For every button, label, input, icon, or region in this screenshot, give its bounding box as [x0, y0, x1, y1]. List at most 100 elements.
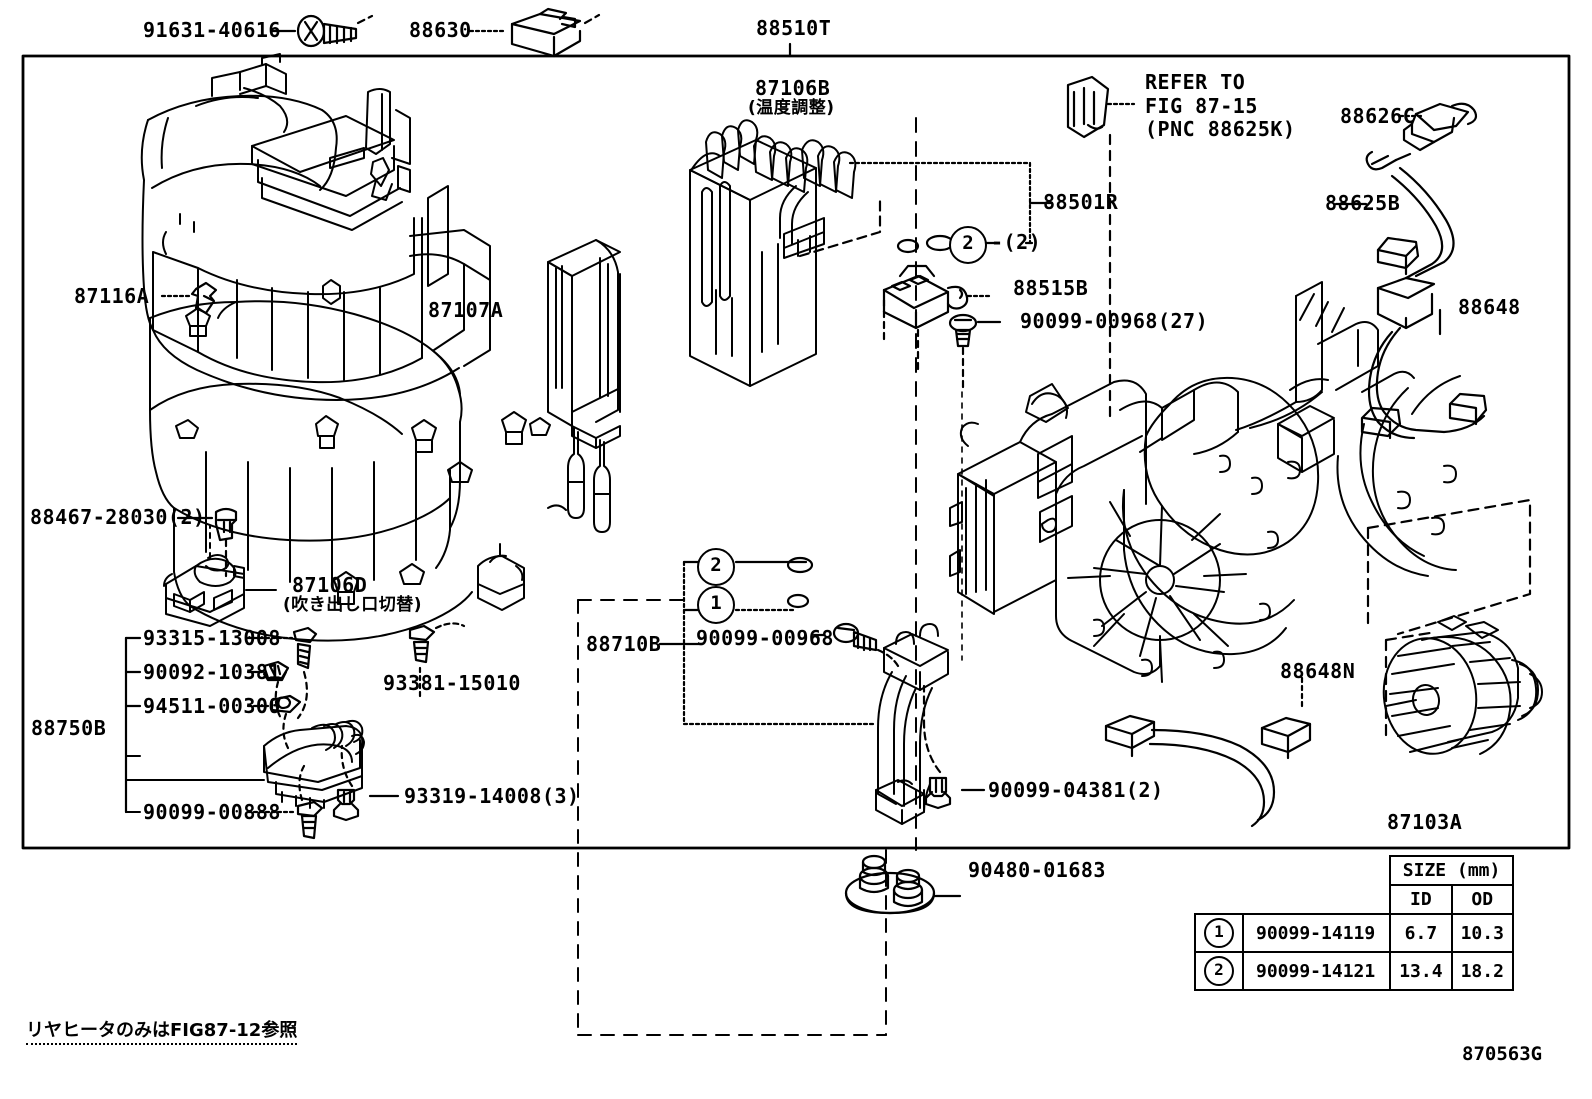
- part-88510T-lower-case-art: [149, 300, 567, 642]
- dashed-subframe-right: [1366, 498, 1532, 636]
- label-91631-40616-text: 91631-40616: [143, 20, 281, 41]
- text-93315-13008: 93315-13008: [143, 626, 281, 650]
- text-id-1: 6.7: [1404, 922, 1438, 944]
- label-90092-10381: 90092-10381: [143, 662, 281, 683]
- label-93319-14008: 93319-14008(3): [404, 786, 580, 807]
- text-90480-01683: 90480-01683: [968, 858, 1106, 882]
- text-88648: 88648: [1458, 295, 1521, 319]
- main-frame: [21, 54, 1571, 850]
- label-93315-13008: 93315-13008: [143, 628, 281, 649]
- text-88630: 88630: [409, 18, 472, 42]
- text-87106D-sub: (吹き出し口切替): [283, 595, 423, 615]
- text-88626C: 88626C: [1340, 104, 1416, 128]
- bracket-88501R: [848, 161, 1054, 245]
- size-table-row-2: 2 90099-14121 13.4 18.2: [1194, 951, 1514, 991]
- evap-oring-dashline: [798, 194, 882, 258]
- part-87103A-art: [1382, 615, 1543, 755]
- text-col-id: ID: [1410, 889, 1432, 910]
- part-93315-13008-art: [124, 626, 318, 814]
- part-88467-28030-art: [176, 507, 238, 578]
- text-90099-00968: 90099-00968: [696, 626, 834, 650]
- text-od-2: 18.2: [1460, 960, 1504, 982]
- label-87107A: 87107A: [428, 300, 503, 321]
- text-evap-qty: -(2): [991, 230, 1042, 254]
- label-88648N: 88648N: [1280, 661, 1355, 682]
- label-87106D: 87106D: [292, 575, 367, 596]
- text-88750B: 88750B: [31, 716, 107, 740]
- label-88510T: 88510T: [756, 18, 831, 39]
- part-88648N-art: [1104, 676, 1312, 828]
- label-88515B: 88515B: [1013, 278, 1088, 299]
- size-table: SIZE (mm) ID OD 1 90099-14119 6.7 10.3 2…: [1194, 855, 1514, 991]
- label-90099-00968: 90099-00968: [696, 628, 834, 649]
- label-refer-to-line1: REFER TO: [1145, 72, 1245, 93]
- hose-body-88710B: [875, 623, 949, 825]
- circle-marker-evap-2: 2: [949, 226, 987, 264]
- text-87106B-sub: (温度調整): [748, 98, 835, 118]
- part-88510T-upper-case-art: [140, 53, 491, 401]
- text-88467-28030: 88467-28030(2): [30, 505, 206, 529]
- part-88750B-art: [125, 719, 365, 813]
- label-88648: 88648: [1458, 297, 1521, 318]
- text-91631-40616: 91631-40616: [143, 18, 281, 42]
- label-88625B: 88625B: [1325, 193, 1400, 214]
- text-87107A: 87107A: [428, 298, 504, 322]
- label-88467-28030: 88467-28030(2): [30, 507, 206, 528]
- part-88515B-art: [882, 264, 992, 374]
- text-col-od: OD: [1471, 889, 1494, 910]
- text-id-2: 13.4: [1399, 960, 1443, 982]
- label-93381-15010: 93381-15010: [383, 673, 521, 694]
- oring-evap-small: [896, 238, 920, 254]
- label-87106B: 87106B: [755, 78, 830, 99]
- text-94511-00300: 94511-00300: [143, 694, 281, 718]
- text-93381-15010: 93381-15010: [383, 671, 521, 695]
- text-90099-00968-27: 90099-00968(27): [1020, 309, 1209, 333]
- text-od-1: 10.3: [1460, 922, 1504, 944]
- part-88501R-evaporator-art: [689, 119, 857, 387]
- text-size-mm: SIZE (mm): [1402, 860, 1501, 881]
- text-88510T: 88510T: [756, 16, 832, 40]
- size-table-col-od: OD: [1450, 884, 1514, 915]
- size-table-col-id: ID: [1389, 884, 1453, 915]
- text-87106B: 87106B: [755, 76, 831, 100]
- part-93319-14008-art: [332, 744, 400, 822]
- text-87116A: 87116A: [74, 284, 150, 308]
- label-87106D-sub: (吹き出し口切替): [283, 595, 423, 615]
- heater-blower-unit-art: [949, 281, 1461, 683]
- size-table-mark-1: 1: [1194, 913, 1244, 953]
- size-table-header-row: SIZE (mm): [1195, 855, 1514, 886]
- text-refer-to: REFER TO: [1145, 70, 1246, 94]
- size-table-id-1: 6.7: [1389, 913, 1453, 953]
- label-refer-to-line2: FIG 87-15: [1145, 96, 1258, 117]
- part-93381-15010-art: [408, 622, 466, 702]
- label-94511-00300: 94511-00300: [143, 696, 281, 717]
- text-part-90099-14119: 90099-14119: [1256, 922, 1376, 944]
- part-90092-10381-art: [124, 660, 290, 722]
- label-87103A: 87103A: [1387, 812, 1462, 833]
- part-87107A-art: [547, 239, 621, 533]
- text-88501R: 88501R: [1043, 190, 1119, 214]
- size-table-od-1: 10.3: [1450, 913, 1514, 953]
- label-87116A: 87116A: [74, 286, 149, 307]
- text-90099-04381: 90099-04381(2): [988, 778, 1164, 802]
- text-circle-1-hose: 1: [710, 592, 722, 614]
- text-footnote: リヤヒータのみはFIG87-12参照: [26, 1020, 298, 1041]
- part-91631-40616-art: [271, 14, 374, 48]
- text-88625B: 88625B: [1325, 191, 1401, 215]
- text-figure-id: 870563G: [1462, 1043, 1543, 1065]
- size-table-od-2: 18.2: [1450, 951, 1514, 991]
- part-90099-00968-27-art: [948, 313, 1002, 394]
- label-88710B: 88710B: [586, 634, 661, 655]
- part-90099-04381-art: [922, 684, 986, 810]
- circle-marker-2: 2: [1204, 956, 1234, 986]
- label-evap-qty: -(2): [991, 232, 1041, 253]
- text-87103A: 87103A: [1387, 810, 1463, 834]
- text-mark-2: 2: [1214, 960, 1224, 979]
- circle-marker-hose-2: 2: [697, 548, 735, 586]
- text-93319-14008: 93319-14008(3): [404, 784, 580, 808]
- label-87106B-sub: (温度調整): [748, 98, 835, 118]
- text-88710B: 88710B: [586, 632, 662, 656]
- size-table-part-2: 90099-14121: [1241, 951, 1392, 991]
- text-90092-10381: 90092-10381: [143, 660, 281, 684]
